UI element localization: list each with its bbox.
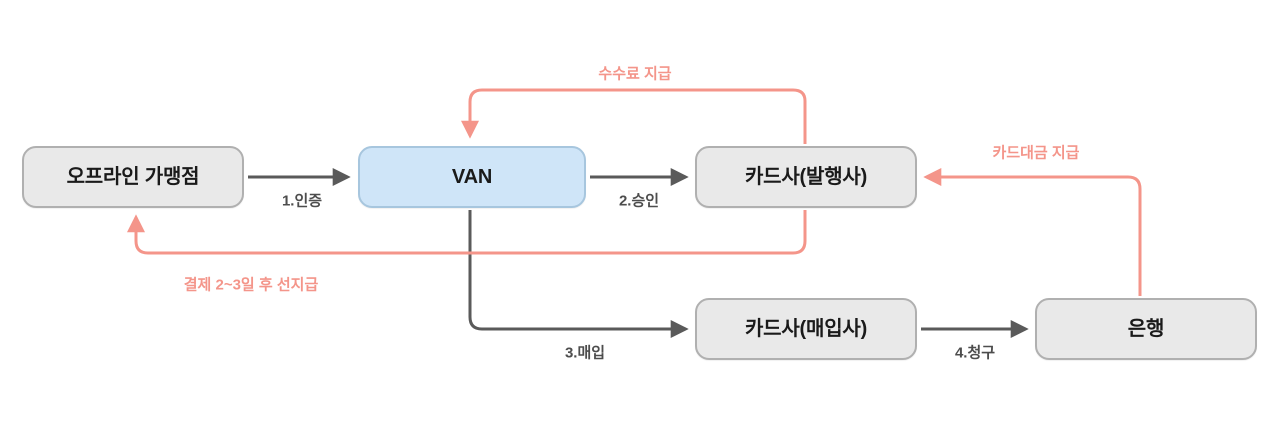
- node-card-acquirer-label: 카드사(매입사): [744, 318, 868, 340]
- node-card-issuer[interactable]: 카드사(발행사): [695, 146, 917, 208]
- edge-label-step-4: 4.청구: [954, 344, 996, 362]
- node-merchant-label: 오프라인 가맹점: [66, 166, 200, 188]
- edge-label-step-3: 3.매입: [564, 344, 606, 362]
- edge-label-step-1: 1.인증: [281, 192, 323, 210]
- connector-issuer-to-merchant: [127, 210, 807, 255]
- edge-label-prepayment: 결제 2~3일 후 선지급: [183, 276, 319, 294]
- node-bank-label: 은행: [1127, 318, 1165, 340]
- connector-issuer-to-van-fee: [461, 88, 807, 144]
- node-van[interactable]: VAN: [358, 146, 586, 208]
- node-bank[interactable]: 은행: [1035, 298, 1257, 360]
- connector-van-to-acquirer: [468, 210, 689, 338]
- edge-label-step-2: 2.승인: [618, 192, 660, 210]
- node-van-label: VAN: [451, 166, 493, 188]
- node-merchant[interactable]: 오프라인 가맹점: [22, 146, 244, 208]
- node-card-issuer-label: 카드사(발행사): [744, 166, 868, 188]
- connector-bank-to-issuer: [923, 168, 1142, 296]
- edge-label-card-settlement: 카드대금 지급: [992, 144, 1080, 162]
- node-card-acquirer[interactable]: 카드사(매입사): [695, 298, 917, 360]
- edge-label-fee-payment: 수수료 지급: [598, 65, 672, 83]
